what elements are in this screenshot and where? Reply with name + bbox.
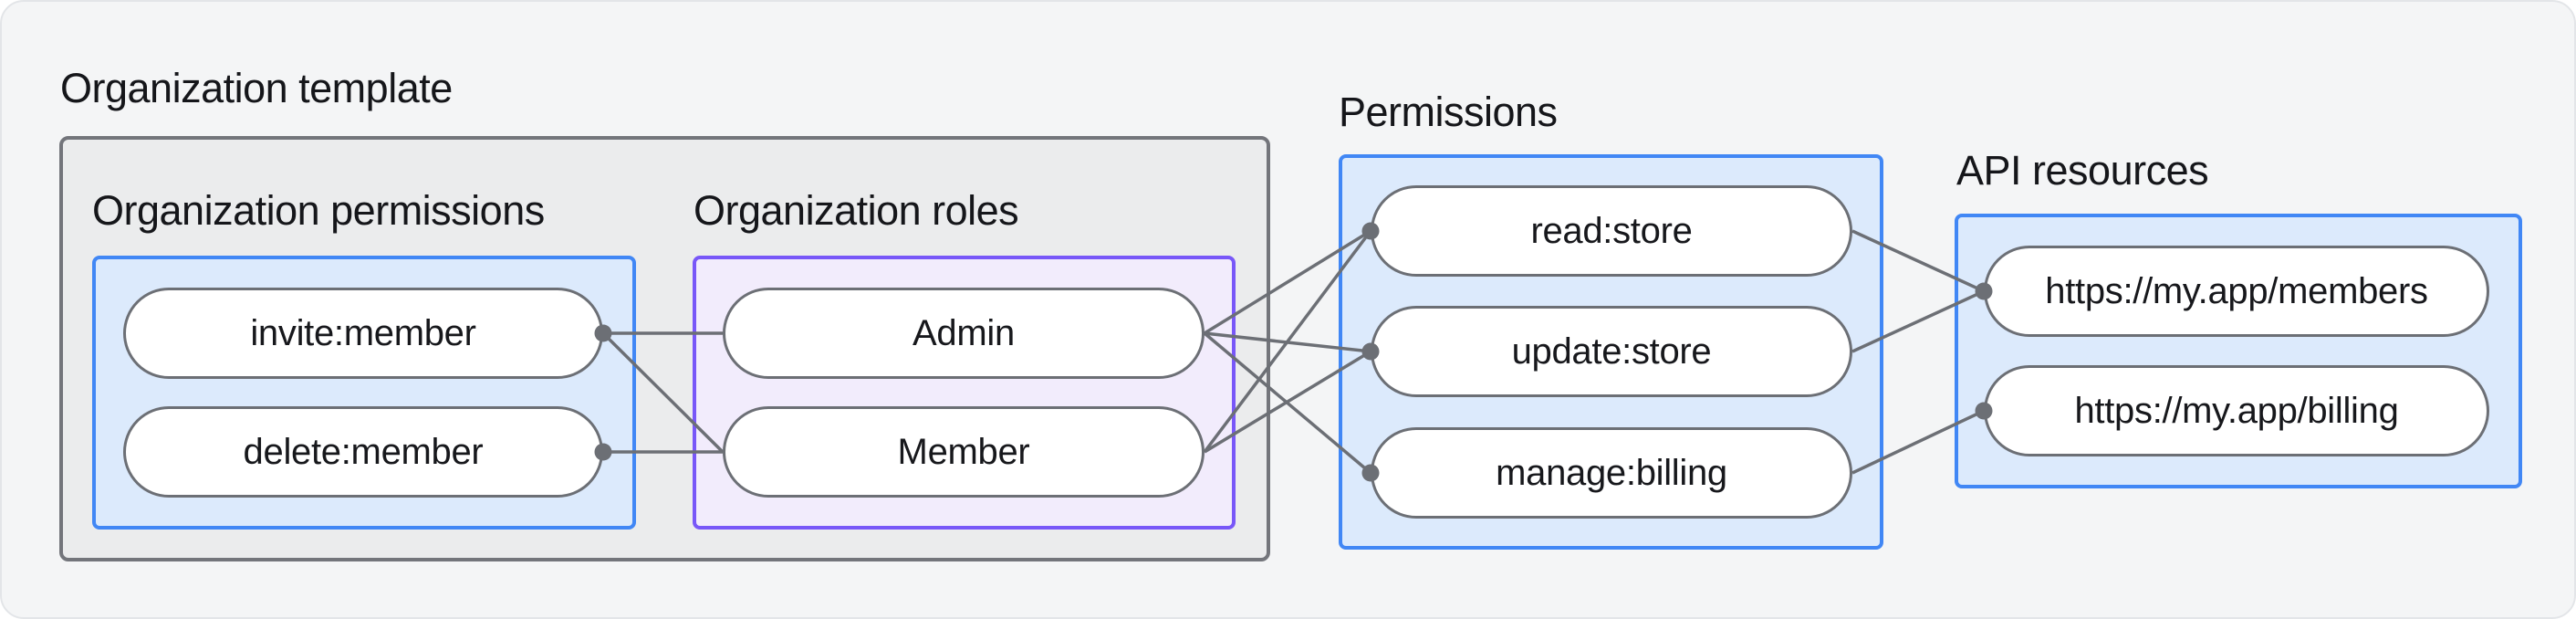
node-member-role: Member — [723, 406, 1205, 498]
node-read-store: read:store — [1371, 185, 1852, 277]
node-api-billing-url: https://my.app/billing — [1984, 365, 2489, 456]
organization-permissions-label: Organization permissions — [92, 187, 545, 234]
node-invite-member: invite:member — [123, 288, 603, 379]
api-resources-title: API resources — [1956, 147, 2209, 194]
node-api-members-url: https://my.app/members — [1984, 246, 2489, 337]
node-admin-role: Admin — [723, 288, 1205, 379]
permissions-title: Permissions — [1339, 89, 1558, 135]
node-update-store: update:store — [1371, 306, 1852, 397]
node-manage-billing: manage:billing — [1371, 427, 1852, 519]
organization-template-title: Organization template — [60, 65, 453, 111]
organization-roles-label: Organization roles — [694, 187, 1019, 234]
node-delete-member: delete:member — [123, 406, 603, 498]
